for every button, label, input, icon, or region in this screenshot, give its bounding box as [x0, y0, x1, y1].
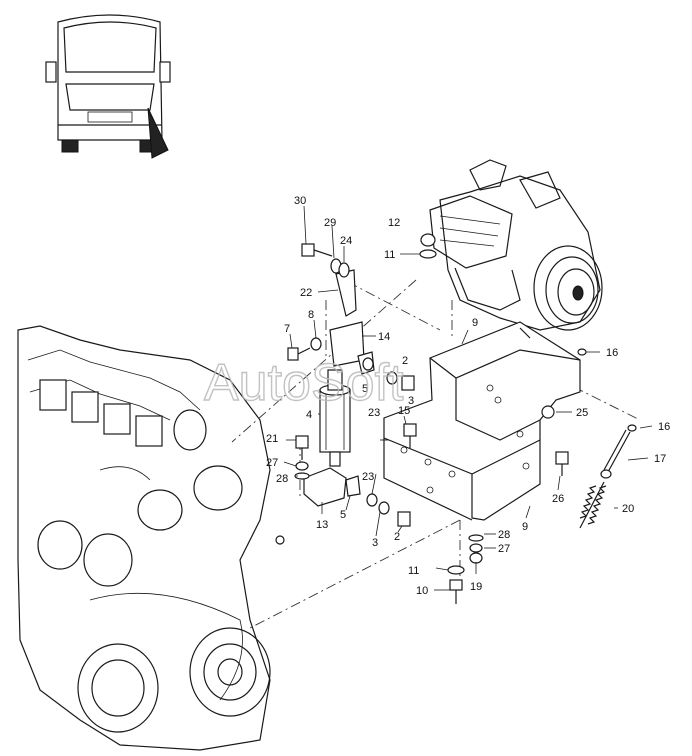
callout-21: 21 — [266, 433, 278, 445]
callout-24: 24 — [340, 235, 352, 247]
callout-28-left: 28 — [276, 473, 288, 485]
fasteners — [287, 233, 637, 604]
callout-4: 4 — [306, 409, 312, 421]
callout-3-upper: 3 — [408, 395, 414, 407]
callout-19: 19 — [470, 581, 482, 593]
callout-22: 22 — [300, 287, 312, 299]
callout-3-lower: 3 — [372, 537, 378, 549]
tensioner-cylinder — [319, 369, 351, 467]
bus-front-locator-icon — [45, 14, 171, 159]
callout-20: 20 — [622, 503, 634, 515]
callout-13: 13 — [316, 519, 328, 531]
callout-17: 17 — [654, 453, 666, 465]
tension-rod-and-spring — [579, 429, 631, 529]
callout-14: 14 — [378, 331, 390, 343]
callout-16-upper: 16 — [606, 347, 618, 359]
callout-5-lower: 5 — [340, 509, 346, 521]
callout-labels: 30 29 24 22 12 11 7 8 14 16 9 5 2 3 4 23… — [266, 195, 670, 597]
callout-15: 15 — [398, 405, 410, 417]
callout-leaders — [283, 205, 653, 591]
callout-23-upper: 23 — [368, 407, 380, 419]
callout-23-lower: 23 — [362, 471, 374, 483]
callout-26: 26 — [552, 493, 564, 505]
callout-25: 25 — [576, 407, 588, 419]
callout-11-lower: 11 — [408, 565, 419, 577]
callout-11-upper: 11 — [384, 249, 395, 261]
callout-7: 7 — [284, 323, 290, 335]
callout-9-upper: 9 — [472, 317, 478, 329]
callout-10: 10 — [416, 585, 428, 597]
callout-27-right: 27 — [498, 543, 510, 555]
compressor-mounting-bracket — [383, 321, 581, 521]
watermark: AutoSoft — [204, 354, 404, 412]
callout-30: 30 — [294, 195, 306, 207]
callout-12: 12 — [388, 217, 400, 229]
callout-2-lower: 2 — [394, 531, 400, 543]
callout-9-lower: 9 — [522, 521, 528, 533]
compressor-assembly — [429, 159, 603, 331]
callout-2-upper: 2 — [402, 355, 408, 367]
small-brackets — [303, 269, 375, 507]
callout-16-right: 16 — [658, 421, 670, 433]
callout-29: 29 — [324, 217, 336, 229]
callout-28-right: 28 — [498, 529, 510, 541]
callout-8: 8 — [308, 309, 314, 321]
callout-5-upper: 5 — [362, 383, 368, 395]
engine-block — [17, 325, 285, 751]
callout-27-left: 27 — [266, 457, 278, 469]
